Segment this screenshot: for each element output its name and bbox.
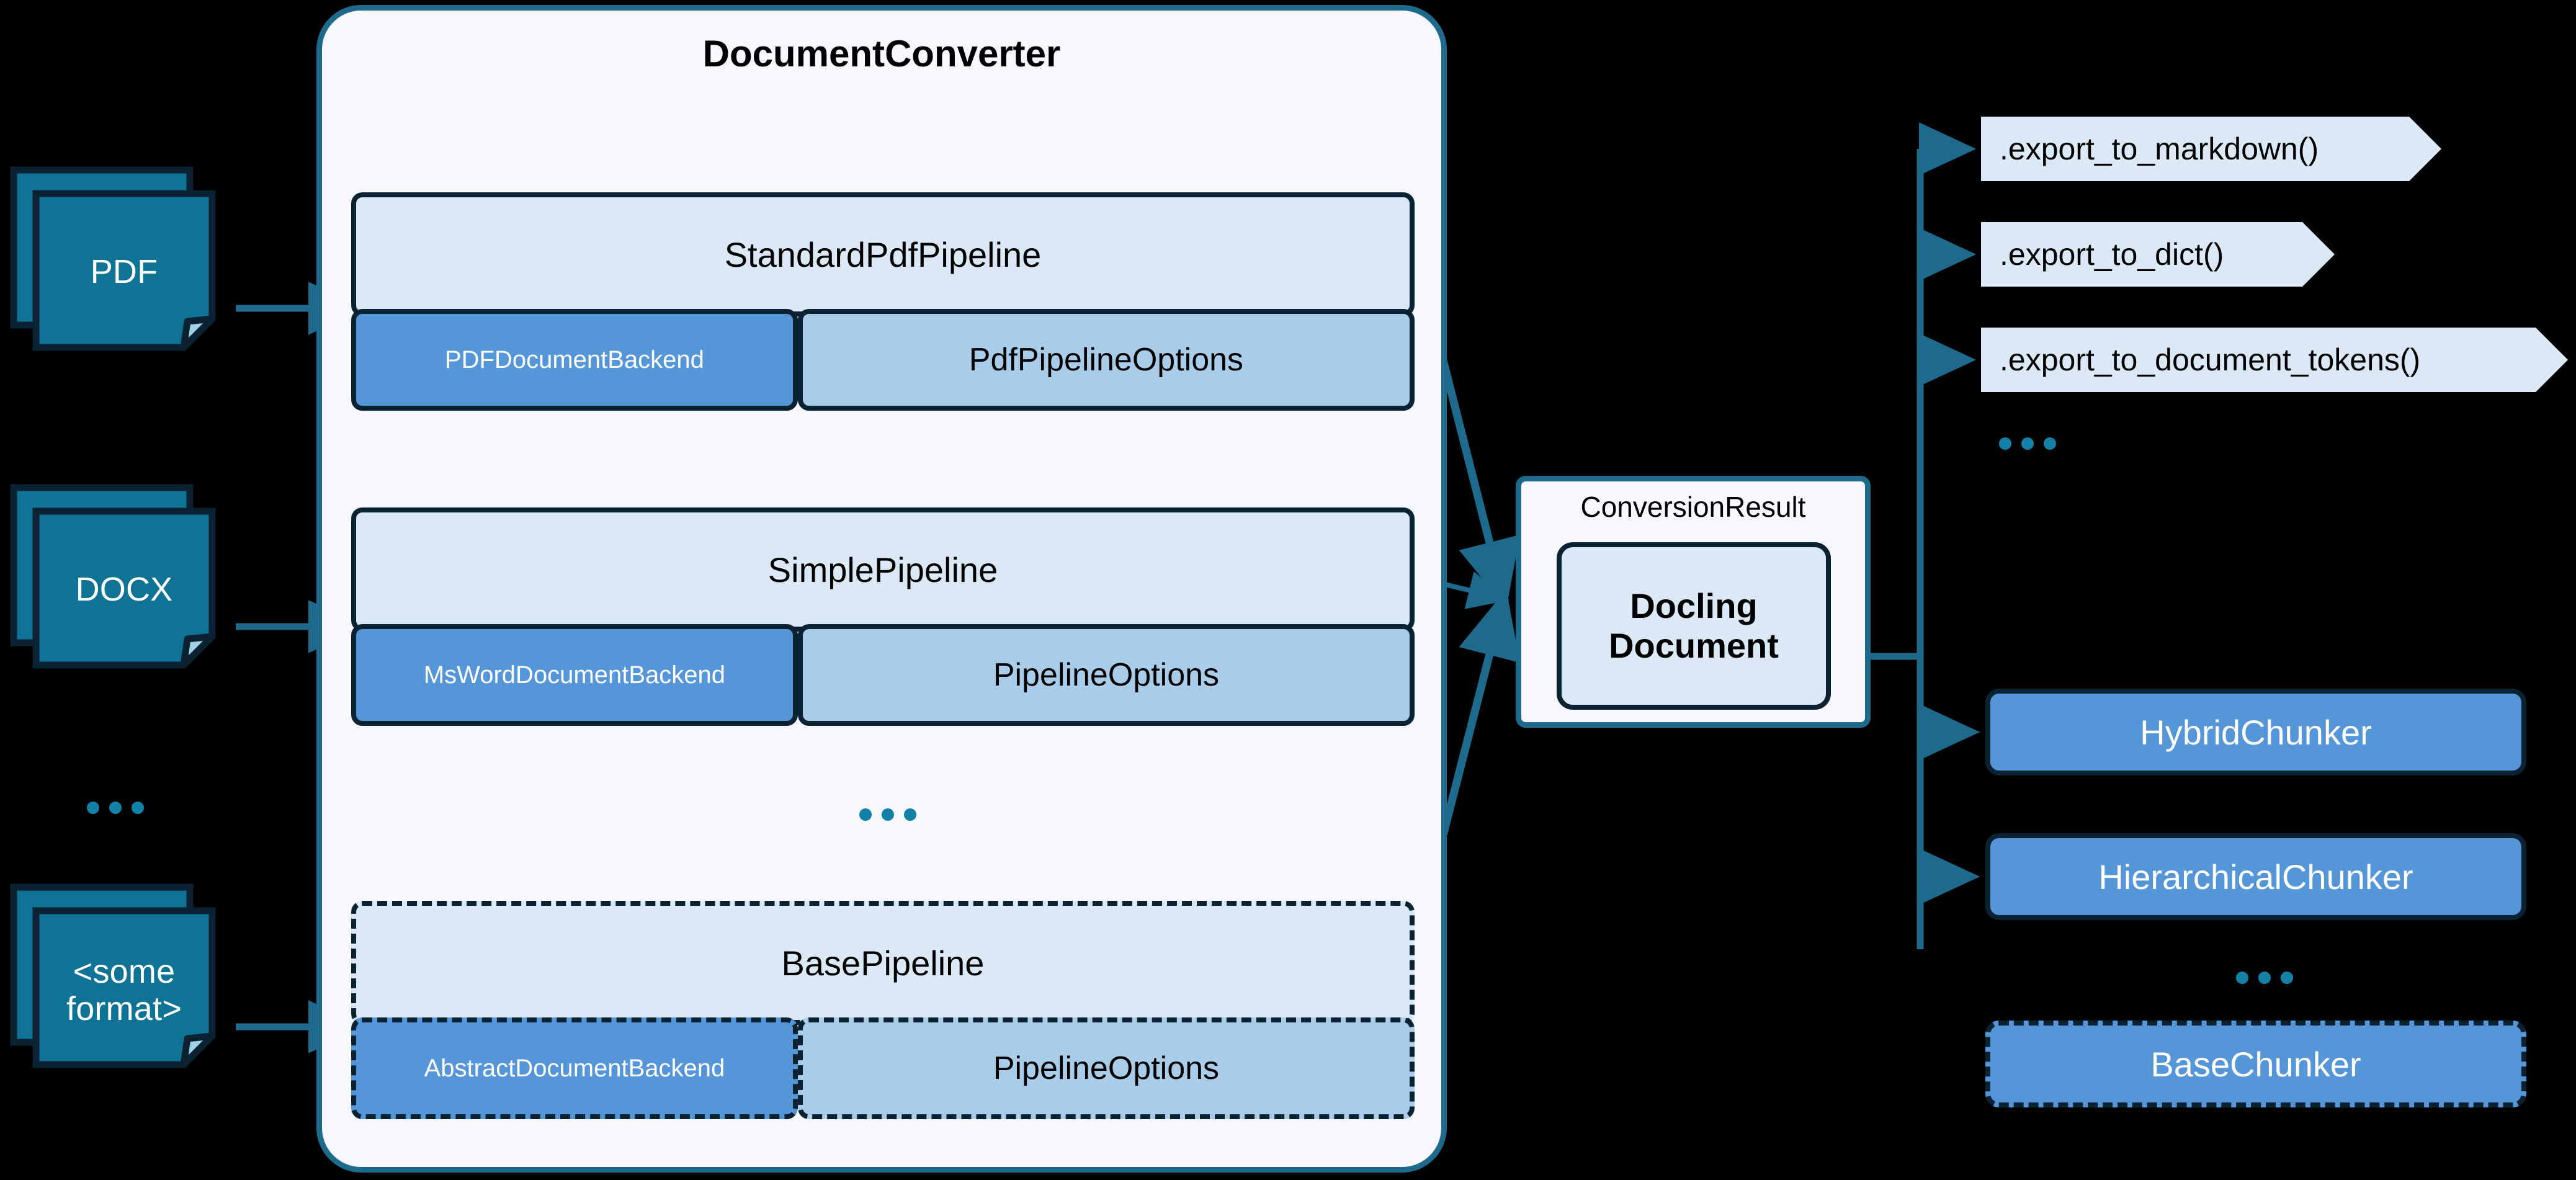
pipeline-options[interactable]: PipelineOptions (797, 624, 1415, 726)
page-title: DocumentConverter (702, 33, 1061, 74)
pipeline-options[interactable]: PdfPipelineOptions (797, 309, 1415, 411)
pipeline-parts-row: PDFDocumentBackend PdfPipelineOptions (351, 309, 1415, 411)
document-stack-icon (10, 484, 216, 669)
pipeline-name[interactable]: StandardPdfPipeline (351, 192, 1415, 316)
pipeline-backend[interactable]: MsWordDocumentBackend (351, 624, 798, 726)
input-document-docx[interactable]: DOCX (10, 484, 238, 670)
dot (2258, 972, 2271, 984)
dot (882, 808, 894, 821)
export-method-markdown[interactable]: .export_to_markdown() (1981, 117, 2441, 181)
dot (2044, 437, 2056, 450)
converter-ellipsis (859, 808, 916, 821)
input-document-label: <some format> (66, 953, 182, 1028)
pipeline-group-simple[interactable]: SimplePipeline MsWordDocumentBackend Pip… (351, 507, 1415, 726)
export-method-document-tokens[interactable]: .export_to_document_tokens() (1981, 328, 2568, 392)
chunker-hybrid[interactable]: HybridChunker (1985, 689, 2526, 775)
input-document-label: DOCX (75, 571, 173, 608)
input-ellipsis (87, 802, 144, 814)
pipeline-group-base[interactable]: BasePipeline AbstractDocumentBackend Pip… (351, 901, 1415, 1119)
pipeline-options[interactable]: PipelineOptions (797, 1017, 1415, 1119)
chunkers-ellipsis (2236, 972, 2293, 984)
document-stack-icon (10, 883, 216, 1068)
exports-ellipsis (1999, 437, 2056, 450)
export-method-dict[interactable]: .export_to_dict() (1981, 222, 2335, 287)
dot (2236, 972, 2248, 984)
dot (2281, 972, 2293, 984)
pipeline-backend[interactable]: PDFDocumentBackend (351, 309, 798, 411)
pipeline-parts-row: MsWordDocumentBackend PipelineOptions (351, 624, 1415, 726)
pipeline-name[interactable]: SimplePipeline (351, 507, 1415, 632)
conversion-result-title: ConversionResult (1580, 491, 1806, 523)
chunker-base[interactable]: BaseChunker (1985, 1021, 2526, 1107)
docling-document-box[interactable]: Docling Document (1557, 542, 1831, 710)
document-stack-icon (10, 166, 216, 351)
dot (132, 802, 144, 814)
dot (87, 802, 99, 814)
dot (904, 808, 916, 821)
pipeline-group-standard-pdf[interactable]: StandardPdfPipeline PDFDocumentBackend P… (351, 192, 1415, 411)
input-document-pdf[interactable]: PDF (10, 166, 238, 352)
dot (109, 802, 122, 814)
pipeline-backend[interactable]: AbstractDocumentBackend (351, 1017, 798, 1119)
pipeline-parts-row: AbstractDocumentBackend PipelineOptions (351, 1017, 1415, 1119)
dot (859, 808, 872, 821)
input-document-label: PDF (90, 253, 158, 290)
chunker-hierarchical[interactable]: HierarchicalChunker (1985, 833, 2526, 920)
input-document-some-format[interactable]: <some format> (10, 883, 238, 1070)
dot (2021, 437, 2034, 450)
dot (1999, 437, 2011, 450)
pipeline-name[interactable]: BasePipeline (351, 901, 1415, 1025)
